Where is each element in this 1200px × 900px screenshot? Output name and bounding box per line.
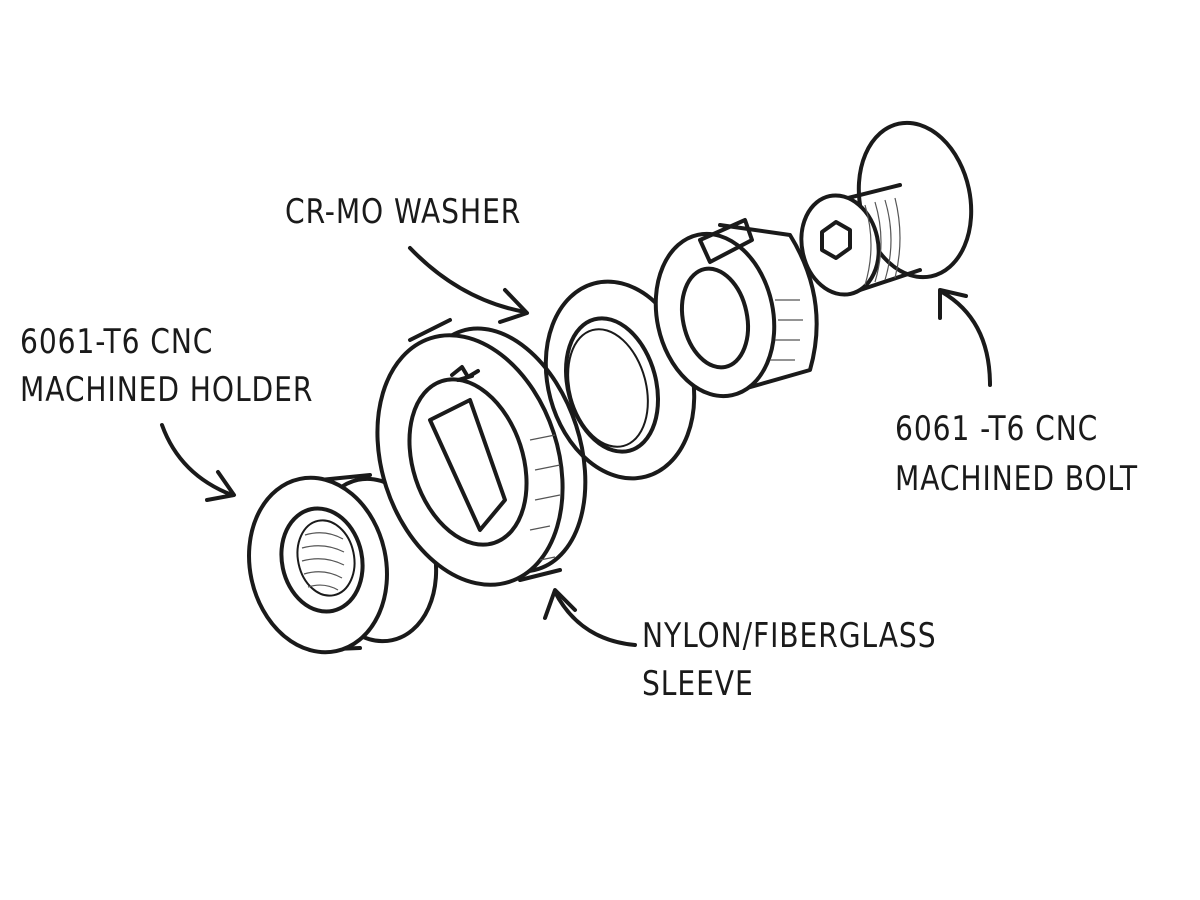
label-bolt-line2: MACHINED BOLT xyxy=(895,459,1138,499)
label-bolt-line1: 6061 -T6 CNC xyxy=(895,409,1099,449)
arrow-washer xyxy=(408,246,529,324)
label-sleeve-line1: NYLON/FIBERGLASS xyxy=(642,616,937,656)
label-sleeve-line2: SLEEVE xyxy=(642,664,754,704)
arrow-bolt xyxy=(938,288,992,387)
arrow-sleeve xyxy=(543,588,637,647)
label-holder-line2: MACHINED HOLDER xyxy=(20,370,314,410)
holder-part xyxy=(247,473,439,655)
label-holder-line1: 6061-T6 CNC xyxy=(20,322,214,362)
arrow-holder xyxy=(160,423,236,502)
label-washer: CR-MO WASHER xyxy=(285,192,522,232)
bolt-part xyxy=(799,120,974,297)
split-sleeve-part xyxy=(653,218,819,399)
sleeve-part xyxy=(375,318,588,587)
